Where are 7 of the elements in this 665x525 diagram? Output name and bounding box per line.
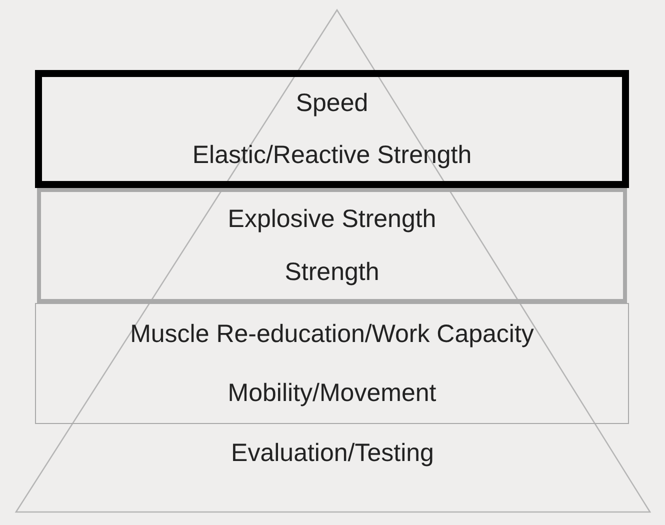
tier-label: Explosive Strength: [228, 204, 436, 234]
tier-label: Evaluation/Testing: [230, 438, 435, 468]
tier-label: Muscle Re-education/Work Capacity: [130, 318, 534, 349]
tier-label: Elastic/Reactive Strength: [192, 140, 472, 170]
tier-label: Mobility/Movement: [228, 378, 436, 408]
tier-label: Strength: [284, 257, 380, 288]
tier-label: Speed: [296, 88, 368, 118]
